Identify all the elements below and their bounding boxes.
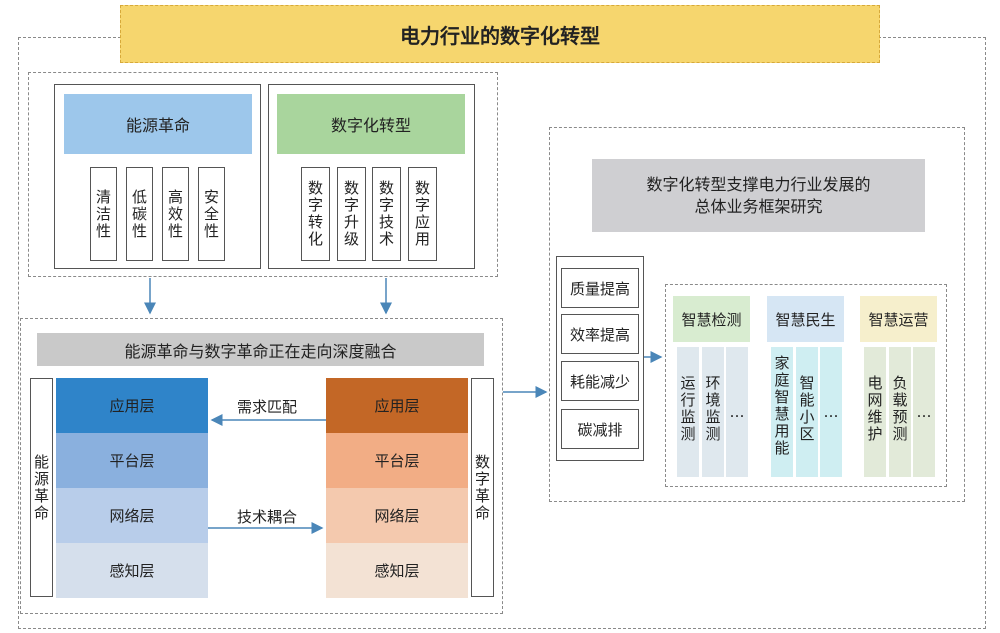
right-layer-platform: 平台层 — [326, 433, 468, 488]
energy-item-4: 安全性 — [198, 167, 225, 261]
energy-item-1: 清洁性 — [90, 167, 117, 261]
tech-coupling-label: 技术耦合 — [236, 507, 297, 526]
right-layer-perception: 感知层 — [326, 543, 468, 598]
top-left-frame — [28, 72, 498, 277]
group-smart-detection-title: 智慧检测 — [673, 296, 750, 342]
left-layer-perception: 感知层 — [56, 543, 208, 598]
fusion-frame — [20, 318, 503, 614]
goal-carbon-reduction: 碳减排 — [561, 409, 639, 449]
right-layer-application: 应用层 — [326, 378, 468, 433]
fusion-right-side-label: 数字革命 — [471, 378, 494, 597]
left-layer-network: 网络层 — [56, 488, 208, 543]
right-layer-network: 网络层 — [326, 488, 468, 543]
digital-item-1: 数字转化 — [301, 167, 330, 261]
group2-item-more: … — [820, 347, 842, 477]
left-layer-platform: 平台层 — [56, 433, 208, 488]
digital-transformation-header: 数字化转型 — [277, 94, 465, 154]
group1-item-2: 环境监测 — [702, 347, 724, 477]
business-framework-frame — [549, 127, 965, 502]
digital-item-2: 数字升级 — [337, 167, 366, 261]
demand-matching-label: 需求匹配 — [236, 397, 297, 416]
group2-item-2: 智能小区 — [796, 347, 818, 477]
group1-item-more: … — [726, 347, 748, 477]
group3-item-more: … — [913, 347, 935, 477]
group3-item-1: 电网维护 — [864, 347, 886, 477]
smart-groups-frame — [665, 284, 947, 487]
fusion-header: 能源革命与数字革命正在走向深度融合 — [37, 333, 484, 366]
group-smart-operation-title: 智慧运营 — [860, 296, 937, 342]
group-smart-livelihood-title: 智慧民生 — [767, 296, 844, 342]
digital-item-3: 数字技术 — [372, 167, 401, 261]
digital-item-4: 数字应用 — [408, 167, 437, 261]
group2-item-1: 家庭智慧用能 — [771, 347, 793, 477]
group3-item-2: 负载预测 — [889, 347, 911, 477]
goal-efficiency: 效率提高 — [561, 314, 639, 354]
group1-item-1: 运行监测 — [677, 347, 699, 477]
goal-energy-reduction: 耗能减少 — [561, 361, 639, 401]
energy-item-3: 高效性 — [162, 167, 189, 261]
left-layer-application: 应用层 — [56, 378, 208, 433]
fusion-left-side-label: 能源革命 — [30, 378, 53, 597]
energy-revolution-header: 能源革命 — [64, 94, 252, 154]
business-framework-header: 数字化转型支撑电力行业发展的 总体业务框架研究 — [592, 159, 925, 232]
energy-item-2: 低碳性 — [126, 167, 153, 261]
page-title: 电力行业的数字化转型 — [120, 5, 880, 63]
goal-quality: 质量提高 — [561, 268, 639, 308]
